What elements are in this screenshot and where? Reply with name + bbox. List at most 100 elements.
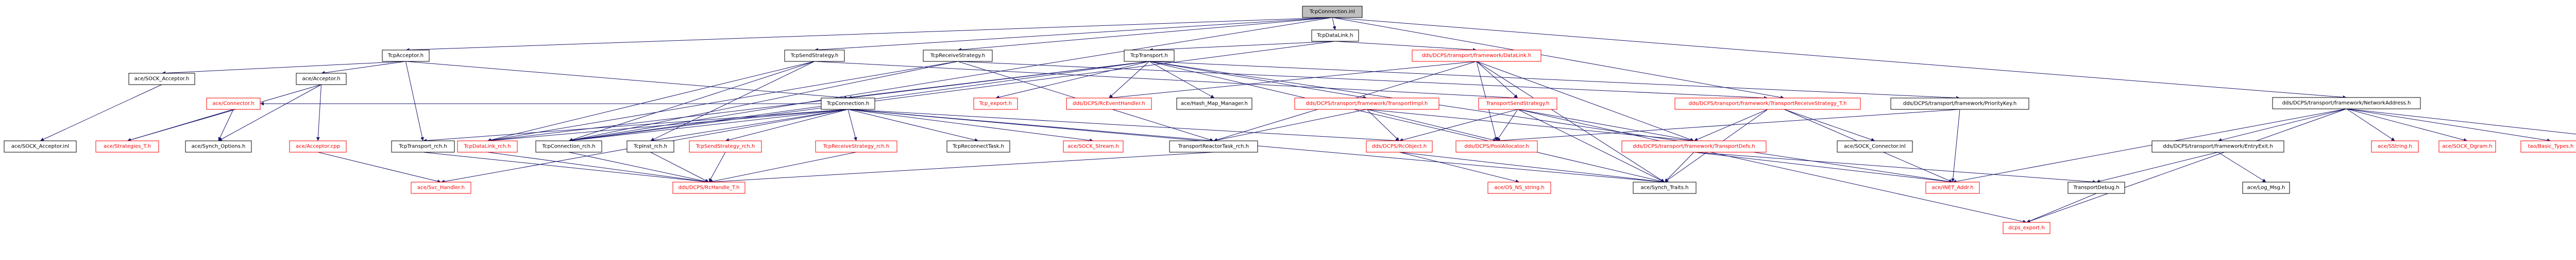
node-box bbox=[784, 50, 845, 62]
edge-tcp-connection-h-to-ace-sock-stream-h bbox=[848, 109, 1094, 142]
node-ace-synch-traits-h[interactable]: ace/Synch_Traits.h bbox=[1633, 182, 1697, 194]
edge-line bbox=[1476, 61, 1518, 99]
node-box bbox=[2242, 182, 2290, 194]
node-ace-sock-dgram-h[interactable]: ace/SOCK_Dgram.h bbox=[2438, 140, 2496, 153]
node-box bbox=[1837, 140, 1913, 153]
node-ace-inet-addr-h[interactable]: ace/INET_Addr.h bbox=[1925, 182, 1980, 194]
edge-line bbox=[1517, 109, 2027, 223]
node-box bbox=[2438, 140, 2496, 153]
edge-line bbox=[708, 152, 1214, 184]
node-tcp-sendstrategy-rch-h[interactable]: TcpSendStrategy_rch.h bbox=[689, 140, 762, 153]
edge-transport-reactor-task-rch-h-to-rc-handle-t-h bbox=[708, 152, 1214, 184]
node-ace-synch-options-h[interactable]: ace/Synch_Options.h bbox=[185, 140, 252, 153]
edge-transport-debug-h-to-dcps-export-h bbox=[2026, 193, 2097, 223]
edge-tcp-transport-h-to-fw-transportimpl-h bbox=[1149, 61, 1367, 100]
node-ace-sock-acceptor-h[interactable]: ace/SOCK_Acceptor.h bbox=[128, 73, 195, 85]
node-fw-entryexit-h[interactable]: dds/DCPS/transport/framework/EntryExit.h bbox=[2151, 140, 2284, 153]
edge-line bbox=[995, 61, 1149, 99]
node-box bbox=[289, 140, 347, 153]
edge-fw-transportdefs-h-to-transport-debug-h bbox=[1693, 152, 2097, 184]
edge-line bbox=[1693, 152, 1953, 184]
node-fw-transportreceivestrategy-t-h[interactable]: dds/DCPS/transport/framework/TransportRe… bbox=[1674, 98, 1861, 110]
edge-ace-sock-acceptor-h-to-ace-sock-acceptor-inl bbox=[40, 84, 162, 141]
node-box bbox=[2067, 182, 2125, 194]
node-rcevent-handler-h[interactable]: dds/DCPS/RcEventHandler.h bbox=[1066, 98, 1152, 110]
node-box bbox=[821, 98, 875, 110]
node-ace-hash-map-manager-h[interactable]: ace/Hash_Map_Manager.h bbox=[1176, 98, 1252, 110]
edge-line bbox=[1952, 108, 2347, 184]
node-tcp-acceptor-h[interactable]: TcpAcceptor.h bbox=[382, 50, 430, 62]
edge-line bbox=[1213, 109, 1367, 142]
node-tcp-datalink-rch-h[interactable]: TcpDataLink_rch.h bbox=[457, 140, 518, 153]
node-root[interactable]: TcpConnection.inl bbox=[1302, 6, 1363, 18]
edge-tcp-acceptor-h-to-tcp-connection-h bbox=[405, 61, 849, 100]
node-label: TransportSendStrategy.h bbox=[1485, 101, 1549, 107]
edge-tcp-receivestrategy-rch-h-to-rc-handle-t-h bbox=[708, 152, 857, 184]
node-label: ace/SString.h bbox=[2378, 144, 2412, 150]
node-tcp-receivestrategy-h[interactable]: TcpReceiveStrategy.h bbox=[923, 50, 993, 62]
node-tcp-connection-h[interactable]: TcpConnection.h bbox=[821, 98, 875, 110]
node-transport-sendstrategy-h[interactable]: TransportSendStrategy.h bbox=[1478, 98, 1557, 110]
node-ace-os-ns-string-h[interactable]: ace/OS_NS_string.h bbox=[1487, 182, 1551, 194]
node-box bbox=[1674, 98, 1861, 110]
node-label: TcpDataLink.h bbox=[1316, 33, 1353, 39]
edge-line bbox=[957, 17, 1333, 52]
node-dcps-export-h[interactable]: dcps_export.h bbox=[2003, 222, 2050, 234]
edge-line bbox=[2026, 108, 2347, 223]
edge-line bbox=[1109, 61, 1149, 99]
node-ace-connector-h[interactable]: ace/Connector.h bbox=[206, 98, 261, 110]
node-ace-acceptor-cpp[interactable]: ace/Acceptor.cpp bbox=[289, 140, 347, 153]
node-fw-transportimpl-h[interactable]: dds/DCPS/transport/framework/TransportIm… bbox=[1294, 98, 1439, 110]
edge-tcp-acceptor-h-to-ace-sock-acceptor-h bbox=[161, 61, 406, 75]
edge-tcp-sendstrategy-h-to-tcp-inst-rch-h bbox=[650, 61, 815, 141]
node-tcp-connection-rch-h[interactable]: TcpConnection_rch.h bbox=[535, 140, 602, 153]
node-strategies-t-h[interactable]: ace/Strategies_T.h bbox=[95, 140, 159, 153]
node-ace-acceptor-h[interactable]: ace/Acceptor.h bbox=[296, 73, 347, 85]
edge-line bbox=[218, 84, 321, 141]
node-transport-reactor-task-rch-h[interactable]: TransportReactorTask_rch.h bbox=[1169, 140, 1258, 153]
node-ace-sock-acceptor-inl[interactable]: ace/SOCK_Acceptor.inl bbox=[4, 140, 77, 153]
node-rc-object-h[interactable]: dds/DCPS/RcObject.h bbox=[1366, 140, 1433, 153]
edge-tcp-transport-h-to-tcp-export-h bbox=[995, 61, 1149, 99]
node-ace-log-msg-h[interactable]: ace/Log_Msg.h bbox=[2242, 182, 2290, 194]
node-tcp-transport-h[interactable]: TcpTransport.h bbox=[1124, 50, 1175, 62]
node-tcp-datalink-h[interactable]: TcpDataLink.h bbox=[1311, 29, 1359, 42]
node-rc-handle-t-h[interactable]: dds/DCPS/RcHandle_T.h bbox=[672, 182, 745, 194]
node-tcp-export-h[interactable]: Tcp_export.h bbox=[973, 98, 1018, 110]
node-label: dds/DCPS/RcEventHandler.h bbox=[1073, 101, 1145, 107]
node-label: TcpConnection.inl bbox=[1309, 9, 1355, 15]
edge-line bbox=[2096, 152, 2218, 183]
node-fw-prioritykey-h[interactable]: dds/DCPS/transport/framework/PriorityKey… bbox=[1890, 98, 2029, 110]
node-ace-svc-handler-h[interactable]: ace/Svc_Handler.h bbox=[411, 182, 471, 194]
edge-line bbox=[2346, 108, 2468, 142]
node-label: ace/SOCK_Acceptor.inl bbox=[11, 144, 69, 150]
node-ace-sock-connector-inl[interactable]: ace/SOCK_Connector.inl bbox=[1837, 140, 1913, 153]
node-transport-debug-h[interactable]: TransportDebug.h bbox=[2067, 182, 2125, 194]
edge-fw-transportdefs-h-to-ace-inet-addr-h bbox=[1693, 152, 1953, 184]
edge-line bbox=[1149, 61, 1665, 183]
edge-line bbox=[1693, 152, 2097, 184]
node-pool-allocator-h[interactable]: dds/DCPS/PoolAllocator.h bbox=[1455, 140, 1538, 153]
node-fw-datalink-h[interactable]: dds/DCPS/transport/framework/DataLink.h bbox=[1412, 50, 1541, 62]
node-tcp-reconnect-task-h[interactable]: TcpReconnectTask.h bbox=[946, 140, 1010, 153]
edge-line bbox=[1366, 109, 1400, 141]
edge-line bbox=[1476, 61, 1694, 141]
edge-line bbox=[316, 84, 321, 141]
node-fw-networkaddress-h[interactable]: dds/DCPS/transport/framework/NetworkAddr… bbox=[2272, 97, 2421, 109]
node-tcp-receivestrategy-rch-h[interactable]: TcpReceiveStrategy_rch.h bbox=[815, 140, 897, 153]
node-box bbox=[1176, 98, 1252, 110]
node-tcp-inst-rch-h[interactable]: TcpInst_rch.h bbox=[626, 140, 674, 153]
edge-ace-acceptor-h-to-ace-acceptor-cpp bbox=[316, 84, 321, 141]
node-label: Tcp_export.h bbox=[979, 101, 1012, 107]
node-tcp-sendstrategy-h[interactable]: TcpSendStrategy.h bbox=[784, 50, 845, 62]
node-label: TcpTransport_rch.h bbox=[398, 144, 447, 150]
node-fw-transportdefs-h[interactable]: dds/DCPS/transport/framework/TransportDe… bbox=[1621, 140, 1767, 153]
node-tcp-transport-rch-h[interactable]: TcpTransport_rch.h bbox=[391, 140, 455, 153]
node-ace-ssl-h[interactable]: ace/SString.h bbox=[2371, 140, 2419, 153]
node-box bbox=[1412, 50, 1541, 62]
node-label: ace/SOCK_Connector.inl bbox=[1844, 144, 1906, 150]
edge-line bbox=[40, 84, 162, 141]
node-tao-basic-types-h[interactable]: tao/Basic_Types.h bbox=[2520, 140, 2576, 153]
edge-line bbox=[650, 152, 709, 183]
node-ace-sock-stream-h[interactable]: ace/SOCK_Stream.h bbox=[1063, 140, 1124, 153]
